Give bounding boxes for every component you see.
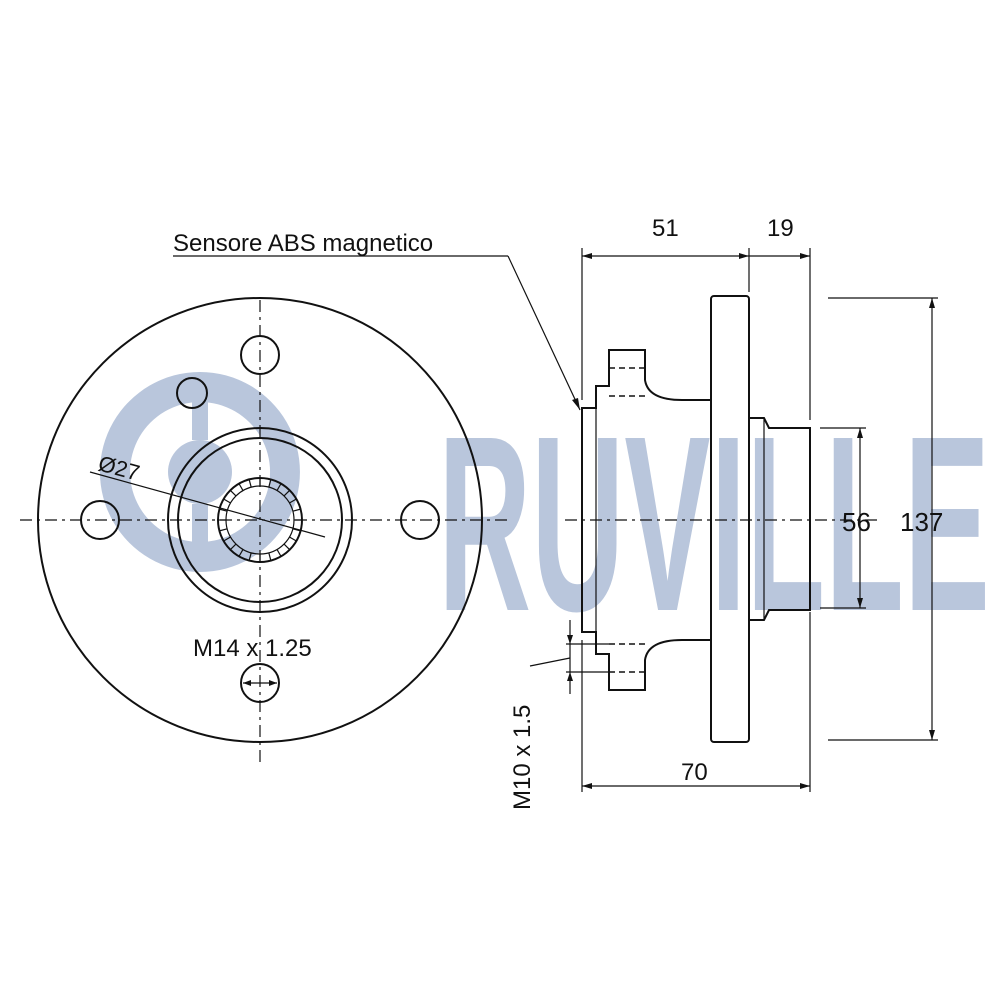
bolt-hole-bottom: [240, 663, 280, 703]
spline-tooth: [238, 483, 244, 491]
spline-tooth: [289, 498, 297, 504]
spline-tooth: [268, 479, 272, 488]
spline-tooth: [276, 549, 282, 557]
dim-19-arrow-right: [800, 253, 810, 259]
hub-outer-ring: [167, 427, 353, 613]
bolt-hole-arrow-left: [243, 680, 251, 686]
front-view: Ø27 M14 x 1.25: [20, 297, 510, 765]
spline-tooth: [238, 549, 244, 557]
spline-tooth: [219, 528, 228, 532]
spline-tooth: [223, 536, 231, 542]
pilot-hole: [176, 377, 208, 409]
spline-tooth: [276, 483, 282, 491]
dim-51-arrow-right: [739, 253, 749, 259]
spline-tooth: [248, 479, 252, 488]
dim-137-arrow-top: [929, 298, 935, 308]
bolt-hole-arrow-right: [269, 680, 277, 686]
dim-70-arrow-left: [582, 783, 592, 789]
ruville-logo-watermark: RUVILLE: [99, 372, 990, 663]
dim-thread-arrow-top: [567, 635, 573, 644]
spline-tooth: [223, 498, 231, 504]
side-view: Sensore ABS magnetico 51 19 70 56: [173, 215, 943, 810]
abs-sensor-arrowhead: [572, 398, 580, 410]
pilot-thread-label: M10 x 1.5: [509, 705, 536, 810]
dim-label-137: 137: [900, 507, 943, 537]
bolt-hole-left: [80, 500, 120, 540]
dim-51-arrow-left: [582, 253, 592, 259]
abs-sensor-leader: [507, 255, 581, 411]
spline-tooth: [268, 552, 272, 561]
spline-tooth: [292, 508, 301, 512]
watermark-text: RUVILLE: [438, 384, 990, 663]
dim-label-19: 19: [767, 215, 794, 242]
bolt-hole-right: [400, 500, 440, 540]
dim-label-70: 70: [681, 759, 708, 786]
spline-teeth: [218, 478, 302, 562]
spline-tooth: [292, 528, 301, 532]
spline-tooth: [248, 552, 252, 561]
dim-label-56: 56: [842, 507, 871, 537]
spline-tooth: [283, 543, 291, 551]
hub-inner-ring: [177, 437, 343, 603]
spline-tooth: [283, 489, 291, 497]
bolt-hole-top: [240, 335, 280, 375]
dim-56-arrow-top: [857, 428, 863, 438]
dim-70-arrow-right: [800, 783, 810, 789]
thread-leader: [529, 657, 571, 667]
flange-outer-circle: [37, 297, 483, 743]
dim-label-51: 51: [652, 215, 679, 242]
abs-sensor-label: Sensore ABS magnetico: [173, 230, 433, 257]
bolt-thread-label: M14 x 1.25: [193, 635, 312, 662]
spline-tooth: [289, 536, 297, 542]
bore-diameter-leader: [89, 471, 326, 538]
spigot-outline: [749, 417, 811, 621]
spline-tooth: [219, 508, 228, 512]
spline-tooth: [229, 489, 237, 497]
dim-137-arrow-bottom: [929, 730, 935, 740]
dim-56-arrow-bottom: [857, 598, 863, 608]
spline-tooth: [229, 543, 237, 551]
flange-disk: [710, 295, 750, 743]
dim-thread-arrow-bottom: [567, 672, 573, 681]
